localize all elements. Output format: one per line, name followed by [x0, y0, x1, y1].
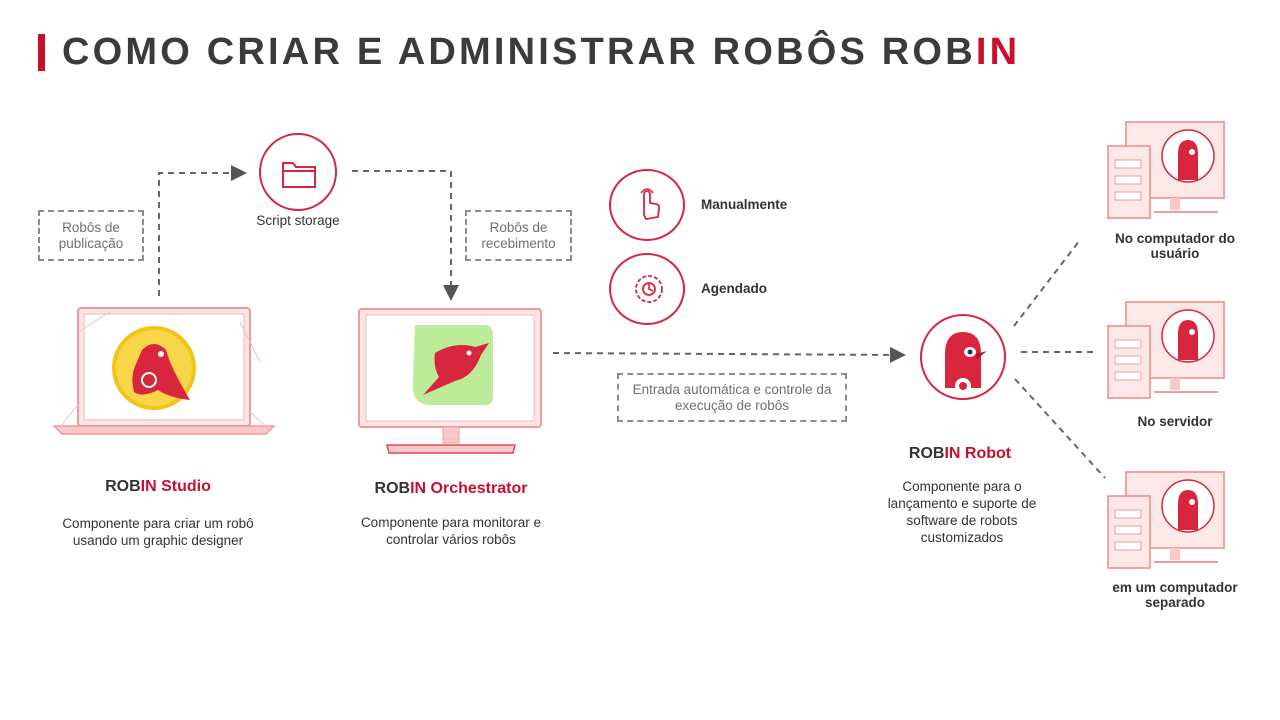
manual-trigger-circle [609, 169, 685, 241]
orchestrator-description: Componente para monitorar e controlar vá… [360, 515, 542, 547]
title-accent-bar [38, 34, 45, 71]
orchestrator-title-suffix: IN Orchestrator [410, 480, 528, 497]
orchestrator-title-prefix: ROB [374, 480, 411, 497]
studio-title-suffix: IN Studio [140, 478, 211, 495]
receive-robots-box: Robôs de recebimento [465, 210, 572, 261]
robot-circle [920, 314, 1006, 400]
target-server-label: No servidor [1137, 414, 1213, 429]
title-main: COMO CRIAR E ADMINISTRAR ROBÔS ROB [62, 31, 976, 73]
studio-title: ROBIN Studio [58, 478, 258, 496]
orchestrator-monitor-illustration [358, 308, 542, 454]
scheduled-trigger-label: Agendado [701, 281, 767, 296]
robot-title-suffix: IN Robot [944, 445, 1012, 462]
studio-description: Componente para criar um robô usando um … [62, 516, 254, 548]
script-storage-circle [259, 133, 337, 211]
studio-to-storage-arrow [158, 165, 247, 296]
robot-to-separate-pc-line [1014, 378, 1106, 479]
hand-pointer-icon [640, 188, 661, 220]
robot-title-prefix: ROB [908, 445, 945, 462]
robin-robot-bird-icon [945, 332, 987, 394]
robot-description: Componente para o lançamento e suporte d… [887, 479, 1037, 545]
manual-trigger-label: Manualmente [701, 197, 788, 212]
studio-laptop-illustration [52, 307, 276, 435]
user-pc-illustration [1107, 121, 1225, 219]
orchestrator-to-robot-arrow [552, 346, 906, 363]
robot-to-user-pc-line [1013, 239, 1081, 327]
folder-icon [282, 162, 316, 188]
clock-gear-icon [635, 275, 663, 303]
publish-robots-box: Robôs de publicação [38, 210, 144, 261]
title-accent: IN [975, 31, 1021, 73]
target-separate-pc-label: em um computador separado [1112, 580, 1238, 610]
robot-title: ROBIN Robot [860, 445, 1060, 463]
separate-pc-illustration [1107, 471, 1225, 569]
storage-to-orchestrator-arrow [352, 170, 459, 301]
server-illustration [1107, 301, 1225, 399]
page-title: COMO CRIAR E ADMINISTRAR ROBÔS ROBIN [62, 30, 1020, 74]
script-storage-label: Script storage [256, 213, 340, 228]
studio-title-prefix: ROB [105, 478, 141, 495]
auto-entry-box: Entrada automática e controle da execuçã… [617, 373, 847, 422]
target-user-pc-label: No computador do usuário [1115, 231, 1235, 261]
scheduled-trigger-circle [609, 253, 685, 325]
orchestrator-title: ROBIN Orchestrator [351, 480, 551, 498]
